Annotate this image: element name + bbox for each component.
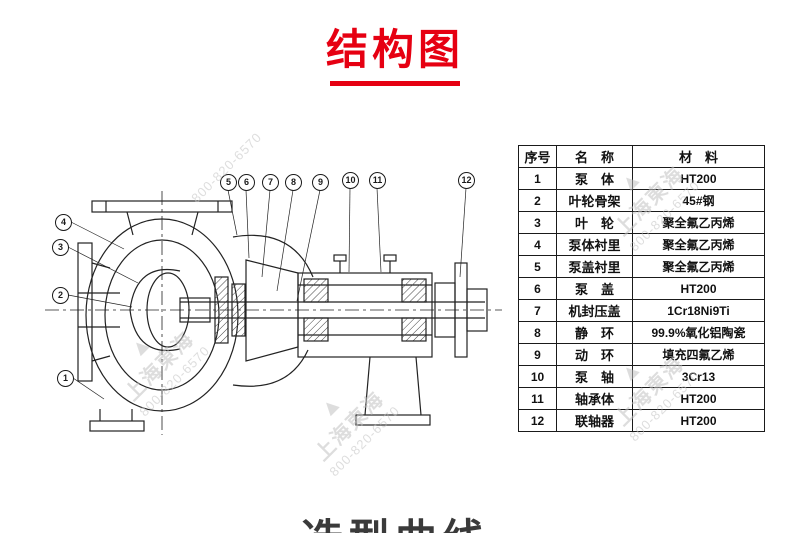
cell-material: 99.9%氧化铝陶瓷: [632, 321, 765, 344]
cell-material: HT200: [632, 277, 765, 300]
page-title: 结构图: [325, 26, 464, 73]
callout-12: 12: [458, 172, 475, 189]
cell-material: 聚全氟乙丙烯: [632, 255, 765, 278]
table-header-row: 序号 名 称 材 料: [518, 145, 765, 168]
cell-no: 1: [518, 167, 557, 190]
cell-no: 4: [518, 233, 557, 256]
callout-4: 4: [55, 214, 72, 231]
cell-no: 8: [518, 321, 557, 344]
cell-name: 泵 体: [556, 167, 633, 190]
header-name: 名 称: [556, 145, 633, 168]
cell-name: 叶 轮: [556, 211, 633, 234]
cell-name: 静 环: [556, 321, 633, 344]
cell-name: 泵 轴: [556, 365, 633, 388]
cell-no: 5: [518, 255, 557, 278]
callout-6: 6: [238, 174, 255, 191]
cell-material: 聚全氟乙丙烯: [632, 211, 765, 234]
cell-material: 1Cr18Ni9Ti: [632, 299, 765, 322]
parts-table-head: 序号 名 称 材 料: [518, 145, 765, 168]
cell-no: 10: [518, 365, 557, 388]
callout-2: 2: [52, 287, 69, 304]
cell-no: 6: [518, 277, 557, 300]
cell-name: 机封压盖: [556, 299, 633, 322]
cell-material: 45#钢: [632, 189, 765, 212]
callout-10: 10: [342, 172, 359, 189]
cell-material: HT200: [632, 409, 765, 432]
cell-material: HT200: [632, 387, 765, 410]
callout-7: 7: [262, 174, 279, 191]
bottom-section-title: 选型曲线: [0, 506, 790, 533]
cell-material: 3Cr13: [632, 365, 765, 388]
cell-material: 填充四氟乙烯: [632, 343, 765, 366]
pump-structure-drawing: 1 2 3 4 5 6 7 8 9 10 11 12: [30, 165, 530, 485]
cell-no: 9: [518, 343, 557, 366]
cell-material: 聚全氟乙丙烯: [632, 233, 765, 256]
pump-cross-section-svg: [45, 187, 502, 435]
callout-5: 5: [220, 174, 237, 191]
callout-1: 1: [57, 370, 74, 387]
header-material: 材 料: [632, 145, 765, 168]
cell-name: 联轴器: [556, 409, 633, 432]
cell-no: 2: [518, 189, 557, 212]
cell-name: 叶轮骨架: [556, 189, 633, 212]
cell-no: 11: [518, 387, 557, 410]
cell-name: 轴承体: [556, 387, 633, 410]
callout-11: 11: [369, 172, 386, 189]
callout-3: 3: [52, 239, 69, 256]
header-no: 序号: [518, 145, 557, 168]
cell-no: 3: [518, 211, 557, 234]
cell-name: 泵盖衬里: [556, 255, 633, 278]
callout-9: 9: [312, 174, 329, 191]
cell-material: HT200: [632, 167, 765, 190]
cell-no: 7: [518, 299, 557, 322]
cell-no: 12: [518, 409, 557, 432]
cell-name: 动 环: [556, 343, 633, 366]
cell-name: 泵体衬里: [556, 233, 633, 256]
callout-8: 8: [285, 174, 302, 191]
title-underline: [330, 81, 460, 86]
cell-name: 泵 盖: [556, 277, 633, 300]
